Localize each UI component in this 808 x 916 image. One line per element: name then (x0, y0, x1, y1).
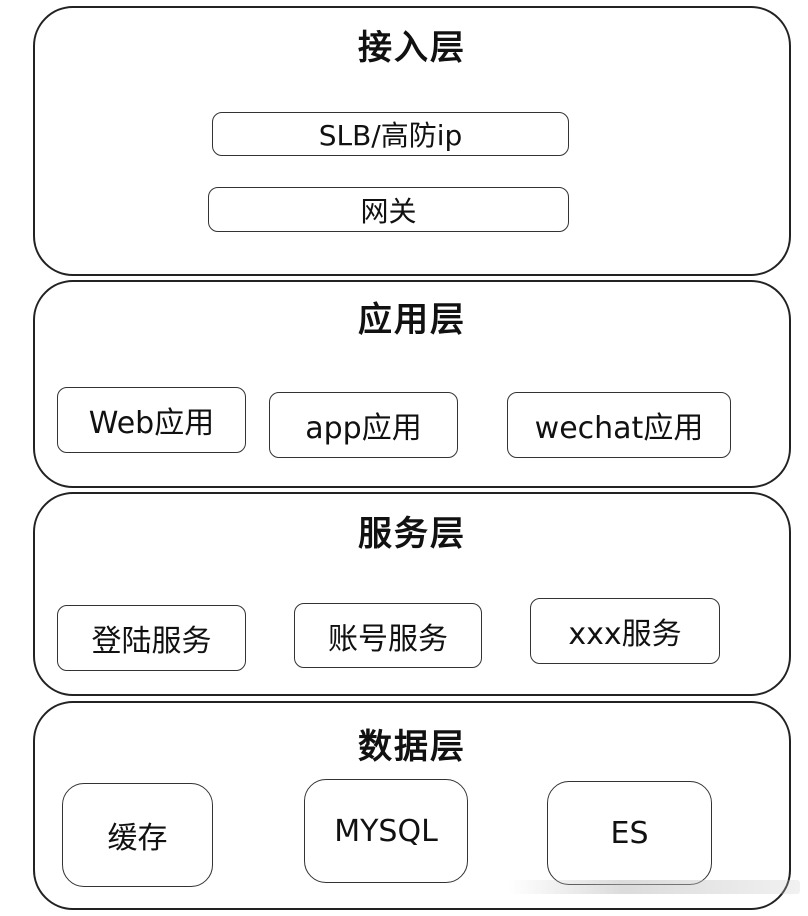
xxx-service-box: xxx服务 (530, 598, 720, 664)
service-layer-title: 服务层 (358, 514, 466, 554)
cache-box: 缓存 (62, 783, 213, 887)
wechat-app-box: wechat应用 (507, 392, 731, 458)
application-layer-title: 应用层 (358, 300, 466, 340)
slb-ddos-ip-box: SLB/高防ip (212, 112, 569, 156)
login-service-box: 登陆服务 (57, 605, 246, 671)
gateway-box: 网关 (208, 187, 569, 232)
web-app-box: Web应用 (57, 387, 246, 453)
mobile-app-box: app应用 (269, 392, 458, 458)
data-layer-title: 数据层 (358, 727, 466, 767)
watermark (508, 880, 800, 894)
access-layer-title: 接入层 (358, 28, 466, 68)
es-box: ES (547, 781, 712, 885)
mysql-box: MYSQL (304, 779, 468, 883)
account-service-box: 账号服务 (294, 603, 482, 668)
